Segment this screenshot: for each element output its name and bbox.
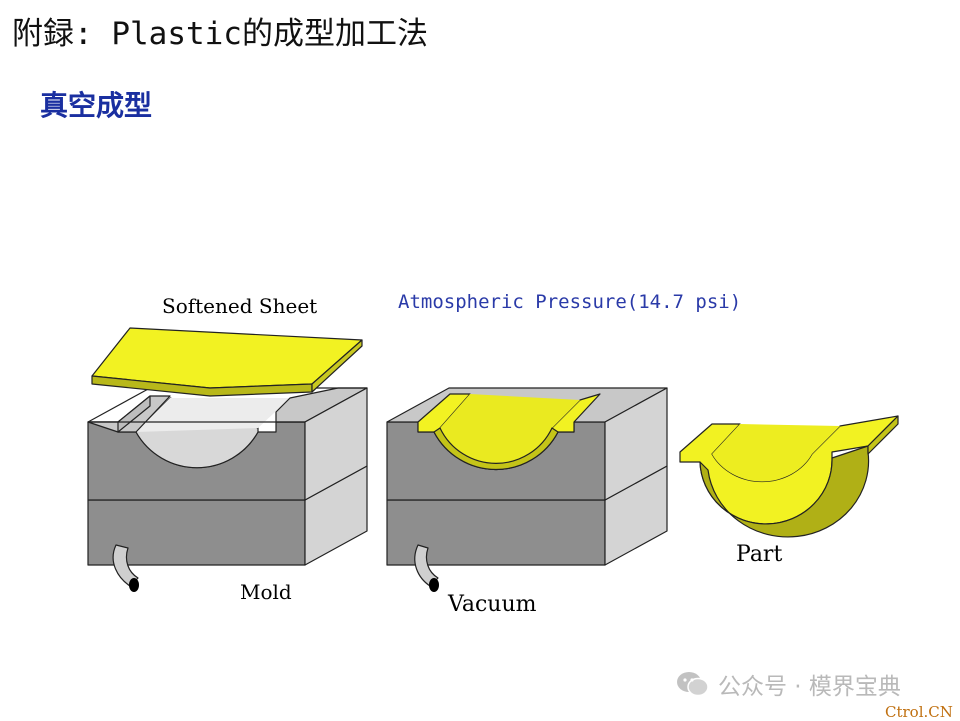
label-vacuum: Vacuum [448,592,537,617]
site-logo-text: Ctrol.CN [885,703,953,721]
softened-sheet [91,327,363,397]
label-softened-sheet: Softened Sheet [162,294,318,318]
page-title: 附録: Plastic的成型加工法 [12,16,428,52]
mold-middle-top-side [604,387,668,501]
wechat-icon [677,672,709,697]
mold-middle [386,387,668,592]
mold-left-top-side [304,387,368,501]
label-mold: Mold [240,580,292,604]
formed-part [679,415,899,538]
label-atmospheric-pressure: Atmospheric Pressure(14.7 psi) [398,291,742,313]
watermark: 公众号 · 模界宝典 [676,667,901,701]
vacuum-tube-middle [414,544,439,587]
label-part: Part [736,542,783,567]
mold-left [87,387,368,592]
section-subtitle: 真空成型 [40,89,153,122]
watermark-text: 公众号 · 模界宝典 [718,674,901,700]
